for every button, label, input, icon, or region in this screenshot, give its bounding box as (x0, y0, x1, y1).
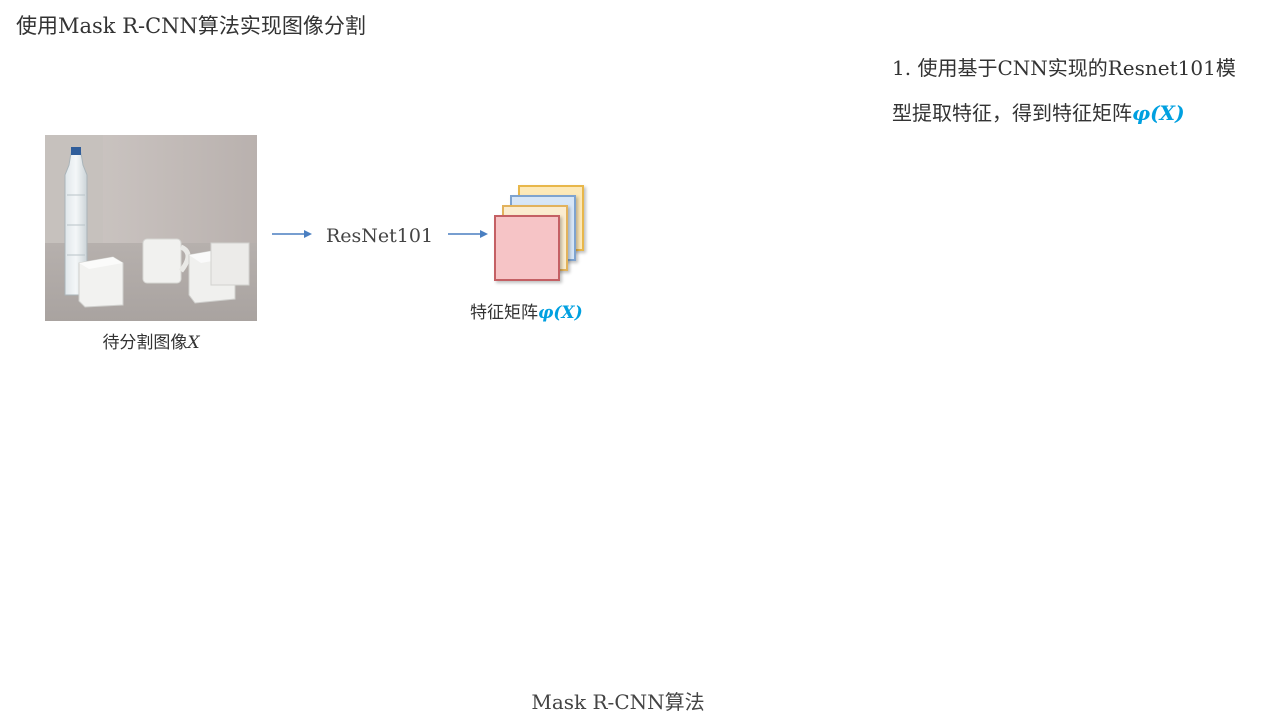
input-image-caption-text: 待分割图像 (102, 333, 188, 353)
feature-map-symbol: φ(X) (538, 303, 583, 323)
feature-map-caption-text: 特征矩阵 (470, 303, 538, 323)
step-line-1: 1. 使用基于CNN实现的Resnet101模 (892, 56, 1236, 80)
input-image-caption: 待分割图像X (70, 328, 232, 353)
network-label: ResNet101 (326, 225, 434, 247)
feature-map-stack (494, 185, 594, 289)
arrow-right-icon (272, 228, 312, 240)
step-description: 1. 使用基于CNN实现的Resnet101模 型提取特征，得到特征矩阵φ(X) (892, 54, 1264, 127)
step-line-2: 型提取特征，得到特征矩阵φ(X) (892, 99, 1264, 127)
input-image (45, 135, 257, 321)
feature-map-caption: 特征矩阵φ(X) (470, 298, 595, 323)
input-image-variable: X (187, 333, 200, 353)
footer-caption: Mask R-CNN算法 (531, 690, 705, 714)
step-line-2-text: 型提取特征，得到特征矩阵 (892, 101, 1132, 125)
slide-title: 使用Mask R-CNN算法实现图像分割 (16, 14, 366, 38)
feature-map-layer (494, 215, 560, 281)
arrow-right-icon (448, 228, 488, 240)
step-feature-symbol: φ(X) (1132, 101, 1185, 125)
